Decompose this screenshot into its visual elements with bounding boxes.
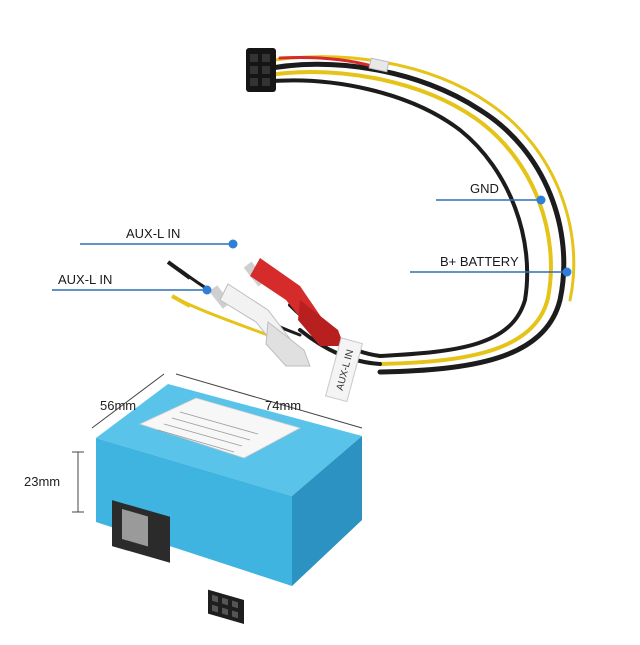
rca-plug-white — [209, 283, 311, 367]
wire-tip-yellow — [171, 294, 191, 308]
label-aux-2: AUX-L IN — [58, 272, 113, 287]
callout-dot-aux-2 — [202, 285, 212, 295]
interface-box — [96, 384, 362, 624]
wire-tip-black — [166, 260, 192, 280]
cable-tag: AUX-L IN — [325, 337, 364, 403]
dimension-lines — [72, 373, 363, 513]
callout-dot-aux-1 — [228, 239, 238, 249]
dimension-width: 74mm — [265, 398, 302, 413]
callouts — [52, 195, 572, 295]
rca-plug-red — [243, 258, 344, 346]
label-battery: B+ BATTERY — [440, 254, 519, 269]
label-gnd: GND — [470, 181, 499, 196]
wire-harness — [173, 55, 576, 375]
label-aux-1: AUX-L IN — [126, 226, 181, 241]
power-connector-plug — [246, 48, 276, 92]
dimension-height: 23mm — [24, 474, 61, 489]
callout-dot-gnd — [536, 195, 546, 205]
callout-dot-battery — [562, 267, 572, 277]
dimension-depth: 56mm — [100, 398, 137, 413]
